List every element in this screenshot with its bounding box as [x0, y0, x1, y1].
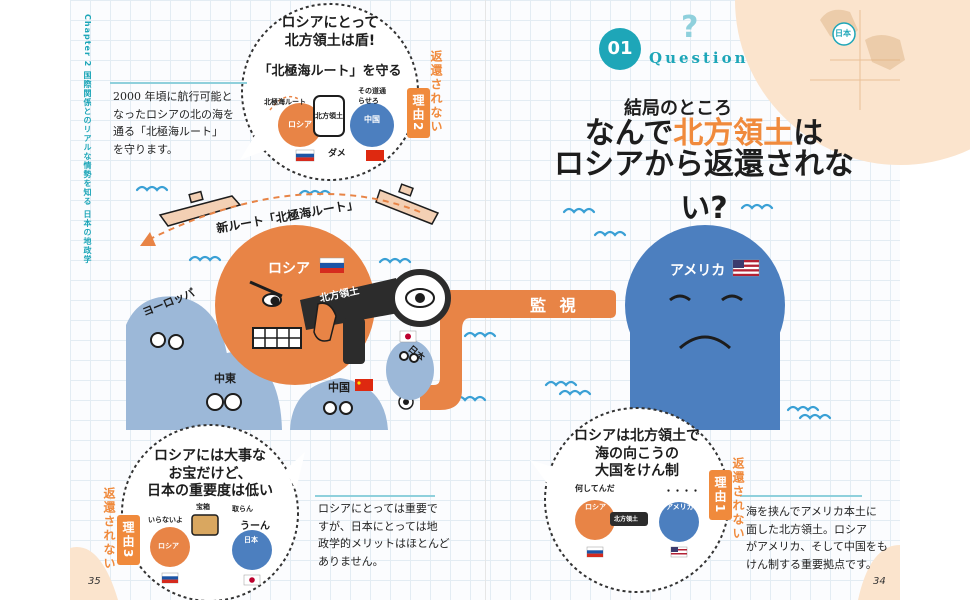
watch-beam [420, 290, 616, 410]
body-line: すが、日本にとっては地 [318, 519, 438, 533]
bottom-scene-notgiving: いらないよ [148, 516, 183, 524]
body-line: を守ります。 [113, 142, 178, 156]
bottom-scene-uun: うーん [240, 521, 270, 532]
body-line: なったロシアの北の海を [113, 107, 234, 121]
body-rule [110, 82, 247, 84]
map-corner-icon [735, 0, 970, 165]
top-bubble-text: ロシアにとって 北方領土は盾! [262, 15, 398, 50]
body-line: 通る「北極海ルート」 [113, 125, 223, 139]
route-arrow-icon [140, 232, 156, 246]
america-character [625, 225, 785, 430]
body-line: けん制する重要拠点です。 [746, 557, 877, 571]
bottom-scene-russia: ロシア [158, 542, 179, 550]
scene-america-label: アメリカ [666, 503, 694, 511]
top-scene-speech: その道通らせろ [358, 87, 386, 105]
ship-icon [375, 183, 440, 225]
body-line: 2000 年頃に航行可能と [113, 90, 233, 103]
ship-icon [158, 190, 242, 227]
bottom-scene-toran: 取らん [232, 505, 253, 513]
sea-waves [135, 185, 832, 420]
china-label: 中国 [328, 381, 350, 394]
title-highlight: 北方領土 [673, 116, 794, 151]
bottom-left-bubble-text: ロシアには大事な お宝だけど、 日本の重要度は低い [140, 448, 280, 501]
reason-badge: 理由3 [117, 515, 140, 566]
body-rule [740, 495, 862, 497]
scene-russia-label: ロシア [585, 503, 606, 511]
map-japan-label: 日本 [835, 29, 851, 38]
question-mark-icon: ? [681, 10, 699, 45]
bubble-line: ロシアにとって [281, 15, 379, 31]
arctic-route-line [147, 192, 421, 241]
title-part: なんで [584, 116, 674, 151]
page-number-right: 34 [873, 576, 886, 587]
body-line: がアメリカ、そして中国をも [746, 540, 888, 554]
body-line: 面した北方領土。ロシア [746, 522, 867, 536]
bottom-right-body-text: 海を挟んでアメリカ本土に 面した北方領土。ロシア がアメリカ、そして中国をも け… [746, 503, 896, 573]
top-bubble-subtitle: 「北極海ルート」を守る [258, 64, 402, 79]
corner-blob-right [858, 545, 900, 600]
usa-flag-icon [732, 259, 760, 277]
telescope-icon [300, 269, 451, 364]
side-faces [150, 332, 419, 415]
reason-text: 返還されない [731, 457, 745, 541]
china-flag-icon [355, 379, 373, 391]
title-line-1: 結局のところ [624, 98, 732, 119]
japan-character [386, 340, 434, 400]
america-label: アメリカ [670, 263, 726, 279]
reason-badge: 理由1 [709, 470, 732, 521]
title-part: は [793, 116, 824, 151]
body-line: ロシアにとっては重要で [318, 502, 438, 515]
top-mini-scene [269, 95, 394, 162]
bottom-scene-japan: 日本 [244, 536, 258, 544]
chapter-side-header: Chapter 2 国際関係とのリアルな情勢を知る 日本の地政学 [83, 14, 92, 264]
japan-flag-icon [399, 330, 417, 343]
bubble-line: 北方領土は盾! [284, 32, 376, 49]
page-number-left: 35 [88, 576, 101, 587]
bubble-line: ロシアは北方領土で [574, 428, 700, 444]
corner-blob-left [70, 547, 118, 600]
question-number-badge: 01 [599, 28, 641, 70]
reason-badge: 理由2 [407, 88, 430, 139]
bottom-right-bubble-text: ロシアは北方領土で 海の向こうの 大国をけん制 [572, 428, 702, 481]
reason-text: 返還されない [429, 50, 443, 134]
title-line-3: ロシアから返還されない? [554, 147, 854, 226]
bubble-line: 日本の重要度は低い [147, 483, 273, 499]
question-word: Question [649, 49, 749, 67]
bubble-line: お宝だけど、 [168, 465, 252, 482]
body-line: 政学的メリットはほとんど [318, 537, 450, 551]
body-line: ありません。 [318, 554, 384, 568]
scene-speech-right: ・・・・ [664, 487, 701, 497]
scene-scope-label: 北方領土 [614, 516, 639, 523]
mideast-label: 中東 [214, 372, 236, 385]
top-scene-shield: 北方領土 [315, 112, 343, 120]
bottom-right-mini-scene [575, 500, 699, 558]
top-scene-russia: ロシア [288, 120, 312, 129]
watch-label: 監 視 [530, 296, 580, 315]
bottom-left-mini-scene [150, 514, 272, 586]
bottom-left-body-text: ロシアにとっては重要で すが、日本にとっては地 政学的メリットはほとんど ありま… [318, 500, 458, 570]
top-scene-route: 北極海ルート [264, 98, 306, 106]
russia-flag-icon [319, 257, 345, 273]
title-line-2: なんで北方領土は [548, 108, 860, 152]
top-scene-no: ダメ [328, 149, 346, 159]
top-body-text: 2000 年頃に航行可能と なったロシアの北の海を 通る「北極海ルート」 を守り… [113, 88, 263, 158]
russia-face-icon [249, 280, 302, 349]
scene-speech-left: 何してんだ [575, 484, 615, 493]
russia-label: ロシア [268, 261, 310, 277]
body-rule [315, 495, 435, 497]
bubble-line: 海の向こうの [595, 445, 679, 462]
bubble-line: 大国をけん制 [595, 463, 679, 479]
top-scene-china: 中国 [364, 115, 380, 124]
body-line: 海を挟んでアメリカ本土に [746, 505, 877, 518]
bottom-scene-treasure: 宝箱 [196, 503, 210, 511]
reason-text: 返還されない [102, 487, 116, 571]
bubble-line: ロシアには大事な [154, 448, 266, 464]
